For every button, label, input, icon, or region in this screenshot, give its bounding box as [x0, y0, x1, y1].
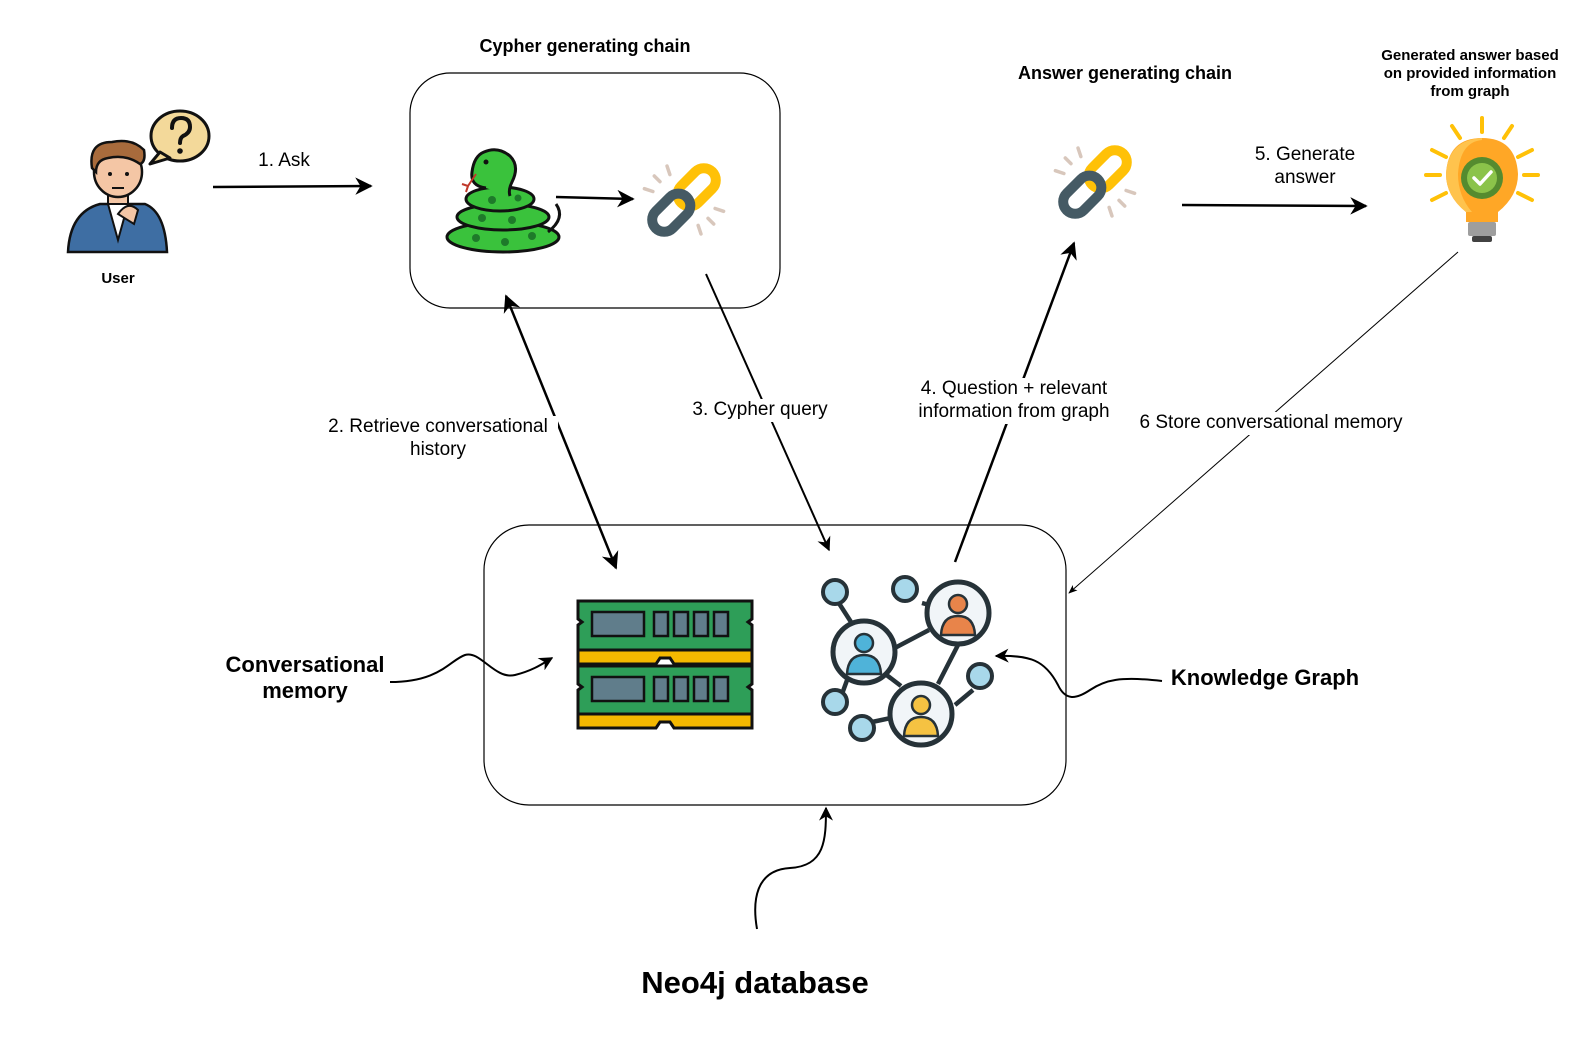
- edge-ask: [212, 177, 373, 195]
- answer-chain-title: Answer generating chain: [1017, 63, 1233, 83]
- conversational-memory-label: Conversational memory: [225, 652, 385, 704]
- edge-label-retrieve: 2. Retrieve conversational history: [318, 416, 558, 462]
- edge-label-store: 6 Store conversational memory: [1124, 412, 1418, 435]
- edge-label-ask: 1. Ask: [258, 150, 310, 171]
- question-bubble-icon: [148, 109, 211, 166]
- neo4j-database-label: Neo4j database: [641, 965, 869, 1000]
- edge-label-question: 4. Question + relevant information from …: [906, 378, 1122, 424]
- curve-neo4j: [754, 806, 833, 930]
- knowledge-graph-label: Knowledge Graph: [1170, 665, 1360, 690]
- python-snake-icon: [445, 148, 562, 254]
- chain-link-icon: [1053, 145, 1137, 219]
- edge-snake-to-chain: [555, 189, 635, 208]
- ram-memory-icon: [576, 599, 754, 730]
- knowledge-graph-icon: [821, 575, 994, 748]
- curve-conversational-memory: [389, 653, 554, 683]
- neo4j-database-box: [483, 524, 1067, 806]
- edge-retrieve: [503, 294, 619, 570]
- edge-label-generate: 5. Generate answer: [1254, 144, 1356, 188]
- lightbulb-check-icon: [1424, 116, 1540, 242]
- edge-label-cypher-query: 3. Cypher query: [683, 399, 837, 422]
- edge-generate: [1181, 197, 1368, 215]
- chain-link-icon: [642, 163, 726, 237]
- user-label: User: [101, 270, 135, 287]
- cypher-chain-title: Cypher generating chain: [479, 36, 691, 56]
- thinking-user-icon: [66, 139, 169, 254]
- curve-knowledge-graph: [994, 648, 1163, 698]
- generated-answer-label: Generated answer based on provided infor…: [1381, 47, 1559, 100]
